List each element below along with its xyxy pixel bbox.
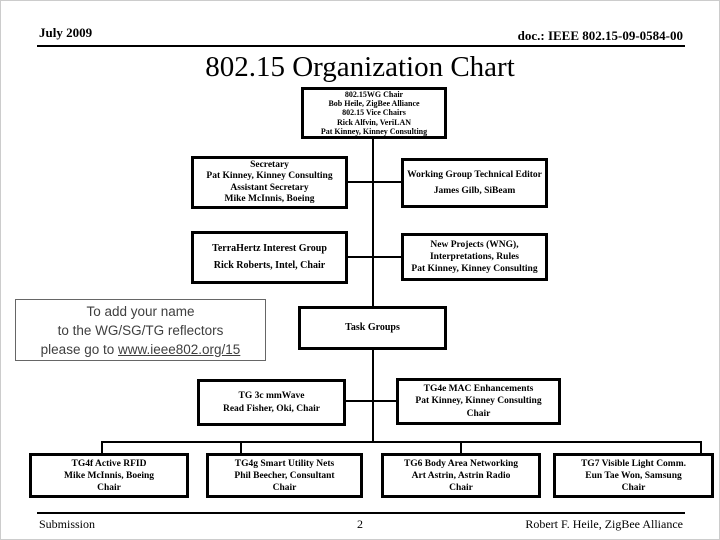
new-projects-line: New Projects (WNG), xyxy=(430,240,519,250)
task-groups-box: Task Groups xyxy=(298,306,447,350)
wg-chair-line: 802.15WG Chair xyxy=(344,90,404,99)
footer-page-number: 2 xyxy=(357,517,363,531)
tg6-line: Chair xyxy=(449,482,473,493)
tg7-line: Eun Tae Won, Samsung xyxy=(585,470,682,481)
header-divider xyxy=(37,45,685,47)
reflector-note-line: please go to www.ieee802.org/15 xyxy=(41,340,241,359)
tg3c-line: TG 3c mmWave xyxy=(238,391,305,401)
connector-terahertz-newprojects xyxy=(348,256,401,258)
secretary-box: Secretary Pat Kinney, Kinney Consulting … xyxy=(191,156,348,209)
tg3c-box: TG 3c mmWave Read Fisher, Oki, Chair xyxy=(197,379,346,426)
wg-chair-line: 802.15 Vice Chairs xyxy=(342,108,406,118)
secretary-line: Secretary xyxy=(250,159,289,170)
tg4e-line: Pat Kinney, Kinney Consulting xyxy=(415,396,542,407)
connector-drop-tg6 xyxy=(460,441,462,453)
tg4f-box: TG4f Active RFID Mike McInnis, Boeing Ch… xyxy=(29,453,189,498)
footer-author: Robert F. Heile, ZigBee Alliance xyxy=(525,517,683,531)
tg7-box: TG7 Visible Light Comm. Eun Tae Won, Sam… xyxy=(553,453,714,498)
tg4e-line: Chair xyxy=(466,408,491,419)
connector-drop-tg4f xyxy=(101,441,103,453)
tg4g-line: TG4g Smart Utility Nets xyxy=(234,458,335,469)
tg4e-line: TG4e MAC Enhancements xyxy=(423,383,534,394)
footer-divider xyxy=(37,512,685,514)
header-doc-number: doc.: IEEE 802.15-09-0584-00 xyxy=(517,28,683,43)
reflector-note-line: to the WG/SG/TG reflectors xyxy=(57,322,224,338)
new-projects-line: Interpretations, Rules xyxy=(429,252,520,262)
connector-horizontal-distribution xyxy=(101,441,702,443)
page-title: 802.15 Organization Chart xyxy=(205,51,515,83)
secretary-line: Assistant Secretary xyxy=(230,182,309,193)
task-groups-label: Task Groups xyxy=(345,322,400,333)
wg-chair-line: Pat Kinney, Kinney Consulting xyxy=(320,126,428,136)
terahertz-title: TerraHertz Interest Group xyxy=(212,243,327,254)
connector-drop-tg7 xyxy=(700,441,702,453)
tg6-box: TG6 Body Area Networking Art Astrin, Ast… xyxy=(381,453,541,498)
tg4e-box: TG4e MAC Enhancements Pat Kinney, Kinney… xyxy=(396,378,561,425)
terahertz-chair: Rick Roberts, Intel, Chair xyxy=(213,260,326,271)
connector-tg3c-tg4e xyxy=(346,400,396,402)
reflector-note-prefix: please go to xyxy=(40,341,118,357)
new-projects-box: New Projects (WNG), Interpretations, Rul… xyxy=(401,233,548,281)
technical-editor-name: James Gilb, SiBeam xyxy=(433,186,516,196)
tg4f-line: Mike McInnis, Boeing xyxy=(64,470,154,481)
technical-editor-box: Working Group Technical Editor James Gil… xyxy=(401,158,548,208)
tg6-line: Art Astrin, Astrin Radio xyxy=(411,470,511,481)
connector-secretary-editor xyxy=(348,181,401,183)
tg4f-line: Chair xyxy=(97,482,121,493)
wg-chair-box: 802.15WG Chair Bob Heile, ZigBee Allianc… xyxy=(301,87,447,139)
tg4g-line: Phil Beecher, Consultant xyxy=(234,470,335,481)
connector-drop-tg4g xyxy=(240,441,242,453)
tg6-line: TG6 Body Area Networking xyxy=(403,458,519,469)
connector-vertical-top xyxy=(372,139,374,306)
tg4g-line: Chair xyxy=(272,482,297,493)
secretary-line: Pat Kinney, Kinney Consulting xyxy=(206,171,333,181)
technical-editor-title: Working Group Technical Editor xyxy=(407,170,542,180)
tg7-line: Chair xyxy=(621,482,646,493)
wg-chair-line: Bob Heile, ZigBee Alliance xyxy=(328,99,420,109)
footer-submission: Submission xyxy=(39,517,96,531)
tg3c-line: Read Fisher, Oki, Chair xyxy=(222,403,321,414)
terahertz-box: TerraHertz Interest Group Rick Roberts, … xyxy=(191,231,348,284)
header-date: July 2009 xyxy=(39,25,93,40)
reflector-note-line: To add your name xyxy=(86,303,195,319)
tg4g-box: TG4g Smart Utility Nets Phil Beecher, Co… xyxy=(206,453,363,498)
connector-vertical-mid xyxy=(372,350,374,443)
secretary-line: Mike McInnis, Boeing xyxy=(224,194,315,204)
new-projects-line: Pat Kinney, Kinney Consulting xyxy=(411,264,538,274)
tg7-line: TG7 Visible Light Comm. xyxy=(580,458,687,469)
reflector-link[interactable]: www.ieee802.org/15 xyxy=(117,341,241,357)
wg-chair-line: Rick Alfvin, VeriLAN xyxy=(336,117,411,127)
tg4f-line: TG4f Active RFID xyxy=(71,458,147,469)
reflector-note-box: To add your name to the WG/SG/TG reflect… xyxy=(15,299,266,361)
